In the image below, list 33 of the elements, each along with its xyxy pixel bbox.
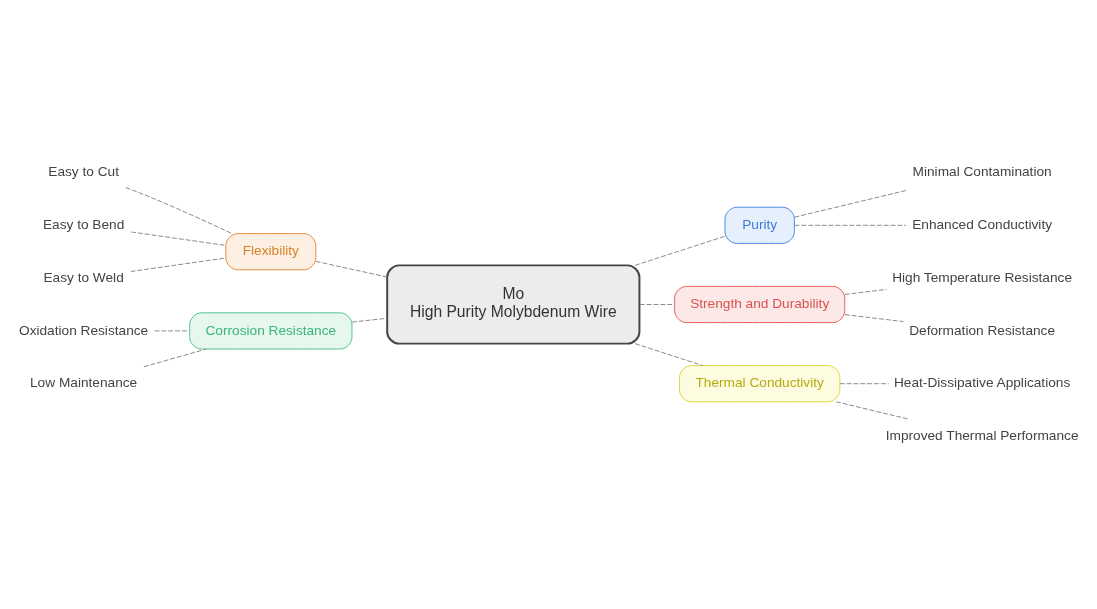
node-box: Strength and Durability (674, 285, 846, 324)
connector (639, 304, 675, 305)
node-box: Flexibility (225, 233, 317, 271)
node-text: Low Maintenance (30, 375, 138, 391)
node-text: Easy to Weld (43, 269, 124, 285)
node-box: Corrosion Resistance (189, 312, 353, 350)
connector (351, 317, 388, 323)
connector (839, 383, 890, 385)
connector (844, 314, 904, 323)
node-text: High Temperature Resistance (892, 269, 1073, 285)
connector (315, 260, 388, 278)
node-text: Enhanced Conductivity (912, 216, 1053, 232)
node-text: Easy to Bend (42, 216, 125, 232)
connector (125, 187, 233, 235)
connector (794, 189, 908, 218)
connector (130, 257, 227, 272)
node-text: Deformation Resistance (909, 322, 1056, 338)
node-box: Purity (724, 206, 795, 244)
node-text: Heat-Dissipative Applications (893, 375, 1071, 391)
connector (844, 288, 888, 295)
connector (794, 224, 907, 226)
connector (130, 231, 227, 246)
node-text: Improved Thermal Performance (885, 428, 1079, 444)
node-text: Oxidation Resistance (19, 322, 149, 338)
node-box: Mo High Purity Molybdenum Wire (386, 264, 641, 345)
node-box: Thermal Conductivity (679, 365, 841, 403)
connector (634, 235, 726, 266)
connector (835, 401, 908, 420)
connector (154, 330, 190, 332)
node-text: Easy to Cut (48, 164, 119, 180)
node-text: Minimal Contamination (912, 164, 1052, 180)
connector (143, 348, 207, 368)
connector (634, 343, 704, 367)
